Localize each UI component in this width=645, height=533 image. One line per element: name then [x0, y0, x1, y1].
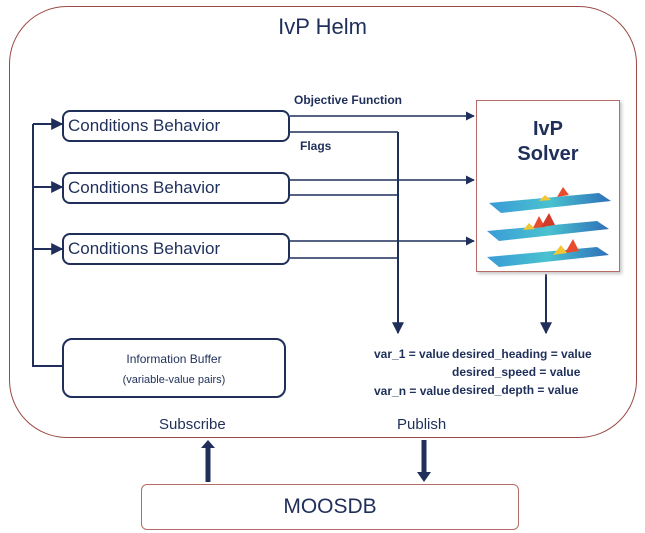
flags-label: Flags — [300, 139, 332, 153]
feedback-bus-line — [32, 124, 62, 367]
moosdb-box: MOOSDB — [141, 484, 519, 530]
desired-depth-text: desired_depth = value — [452, 383, 579, 397]
surface-layer-2 — [487, 221, 609, 241]
publish-arrowhead — [417, 472, 431, 482]
objective-function-label: Objective Function — [294, 93, 403, 107]
var-n-text: var_n = value — [374, 384, 451, 398]
publish-label: Publish — [397, 416, 447, 433]
solver-title-line2: Solver — [517, 143, 579, 165]
desired-speed-text: desired_speed = value — [452, 365, 581, 379]
surface-layer-3 — [487, 247, 609, 267]
behavior-box-2: Conditions Behavior — [62, 172, 290, 204]
surface-layer-1 — [489, 193, 611, 213]
objective-surface-plots — [487, 187, 611, 267]
subscribe-label: Subscribe — [159, 416, 226, 433]
behavior-box-3: Conditions Behavior — [62, 233, 290, 265]
information-buffer-box: Information Buffer (variable-value pairs… — [62, 338, 286, 398]
info-buffer-subtitle: (variable-value pairs) — [122, 374, 226, 386]
ivp-solver-box: IvP Solver — [476, 100, 620, 272]
helm-title: IvP Helm — [278, 14, 367, 39]
desired-heading-text: desired_heading = value — [452, 347, 592, 361]
info-buffer-title: Information Buffer — [126, 352, 222, 366]
solver-title-line1: IvP — [532, 118, 564, 140]
behavior-box-1: Conditions Behavior — [62, 110, 290, 142]
subscribe-arrowhead — [201, 440, 215, 448]
var-1-text: var_1 = value — [374, 347, 450, 361]
